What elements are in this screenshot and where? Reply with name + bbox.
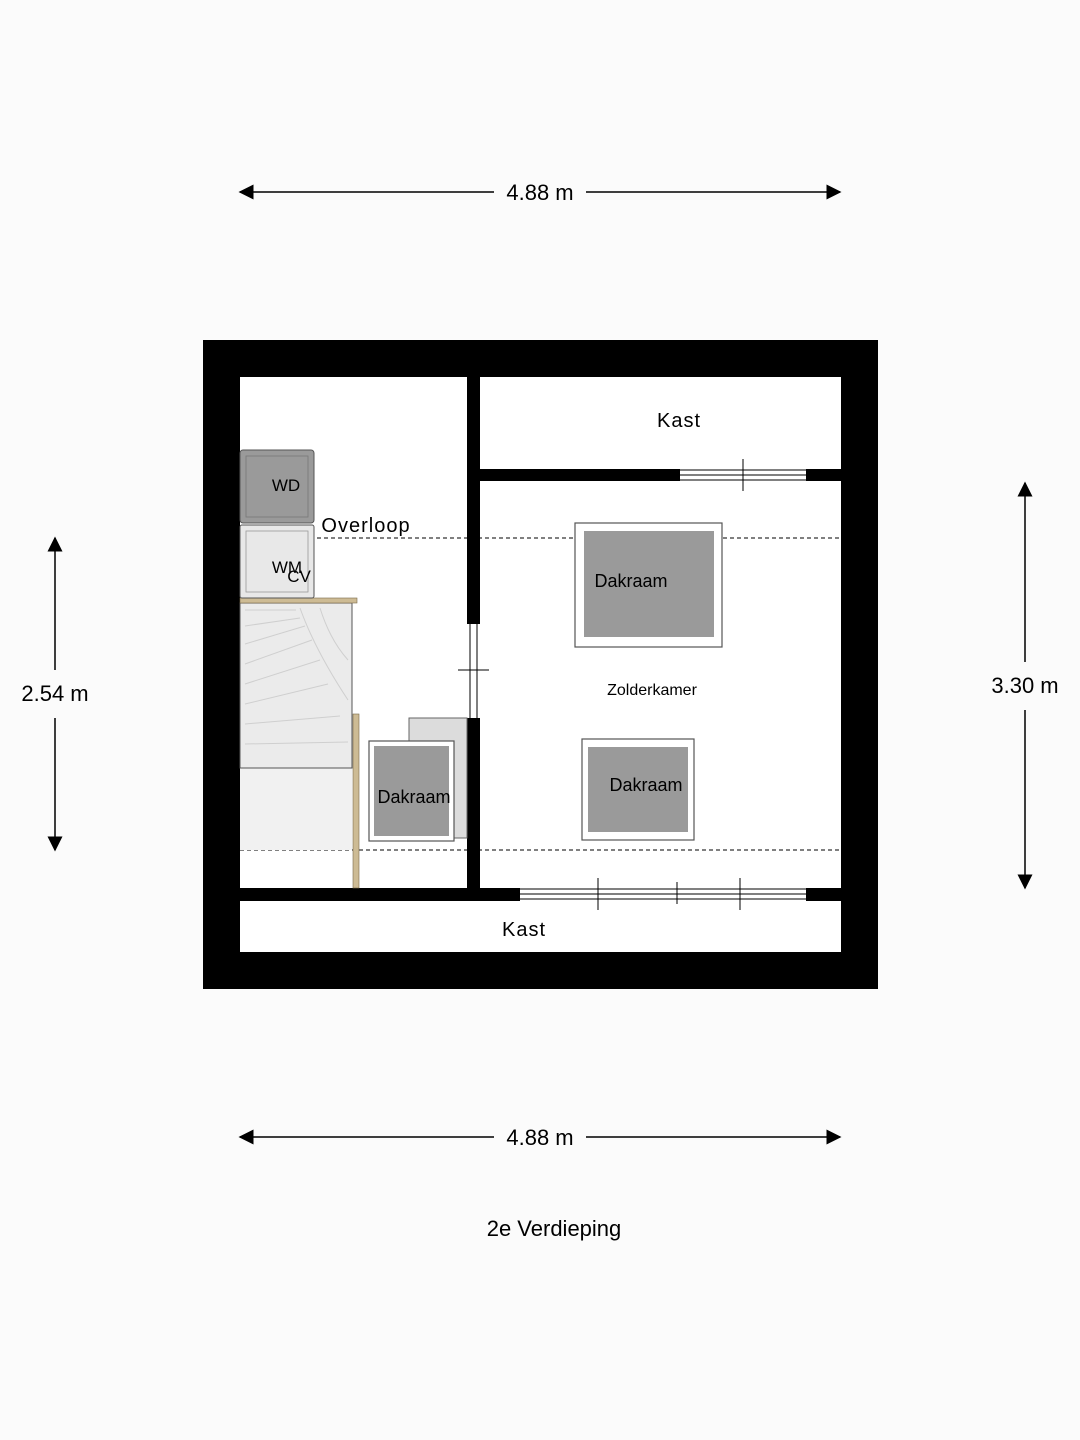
dimension-left: 2.54 m: [21, 536, 89, 852]
floor-title: 2e Verdieping: [487, 1216, 622, 1241]
room-label-kast-top: Kast: [657, 410, 701, 432]
washer-dryer: [239, 449, 315, 524]
door-opening-overloop: [458, 624, 489, 718]
sliding-door-kast-top: [680, 459, 806, 491]
wall-kast-top-left: [480, 469, 680, 481]
skylight-top-label: Dakraam: [594, 571, 667, 591]
dimension-right: 3.30 m: [991, 481, 1059, 890]
wd-label: WD: [272, 476, 300, 495]
cv-label: CV: [287, 567, 311, 586]
skylight-overloop-label: Dakraam: [377, 787, 450, 807]
room-label-zolderkamer: Zolderkamer: [607, 682, 697, 699]
wall-kast-top-right: [806, 469, 841, 481]
wm-label: WM: [272, 558, 302, 577]
skylight-zolderkamer-top: Dakraam: [574, 522, 723, 648]
skylight-bottom-label: Dakraam: [609, 775, 682, 795]
room-label-overloop: Overloop: [321, 515, 410, 537]
wall-vertical-lower: [467, 718, 480, 901]
wall-kast-bottom-right: [806, 888, 841, 901]
washing-machine: [239, 524, 315, 599]
dimension-bottom-label: 4.88 m: [506, 1125, 573, 1150]
wall-vertical-upper: [467, 377, 480, 624]
skylight-overloop: Dakraam: [368, 740, 455, 842]
room-label-kast-bottom: Kast: [502, 919, 546, 941]
wall-kast-bottom-left: [240, 888, 520, 901]
dimension-top: 4.88 m: [238, 180, 842, 205]
stair-railing-top: [239, 597, 358, 604]
dimension-left-label: 2.54 m: [21, 681, 88, 706]
stair-railing-side: [352, 713, 360, 889]
dimension-bottom: 4.88 m: [238, 1125, 842, 1150]
dimension-top-label: 4.88 m: [506, 180, 573, 205]
skylight-zolderkamer-bottom: Dakraam: [581, 738, 695, 841]
staircase: [239, 602, 353, 850]
sliding-door-kast-bottom: [520, 878, 806, 910]
dimension-right-label: 3.30 m: [991, 673, 1058, 698]
